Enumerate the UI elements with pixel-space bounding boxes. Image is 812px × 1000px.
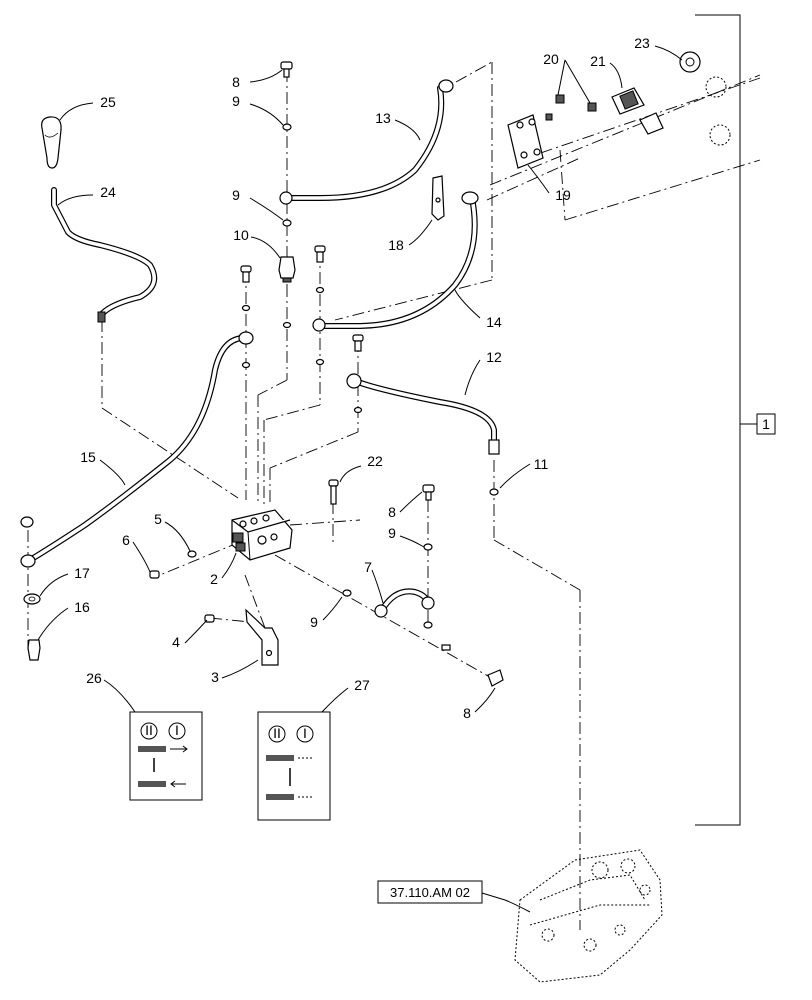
bracket-18: [431, 175, 445, 221]
callout-20: 20: [543, 51, 559, 67]
hose-12: [346, 373, 500, 455]
callout-9-middle: 9: [388, 525, 396, 541]
callout-24: 24: [100, 184, 116, 200]
mounting-bracket: [245, 608, 279, 666]
callout-22: 22: [367, 453, 383, 469]
callout-12: 12: [486, 349, 502, 365]
control-knob: [41, 116, 62, 169]
callout-4: 4: [172, 634, 180, 650]
callout-1: 1: [762, 416, 770, 432]
reference-label: 37.110.AM 02: [377, 880, 531, 913]
hose-13: [279, 79, 454, 205]
callout-3: 3: [211, 669, 219, 685]
callout-leaders: [37, 45, 683, 713]
couplers: [545, 51, 731, 146]
callout-15: 15: [80, 449, 96, 465]
callout-26: 26: [86, 670, 102, 686]
callout-23: 23: [634, 35, 650, 51]
callout-18: 18: [388, 237, 404, 253]
hose-15: [20, 331, 254, 568]
callout-11: 11: [534, 456, 549, 472]
callout-10: 10: [233, 227, 249, 243]
callout-8-bottom: 8: [463, 705, 471, 721]
callout-17: 17: [74, 565, 90, 581]
callout-16: 16: [74, 599, 90, 615]
control-valve: [231, 509, 293, 561]
assembly-bracket: [695, 14, 776, 826]
decal-26-pos2: II: [145, 722, 153, 738]
callout-5: 5: [154, 511, 162, 527]
decal-27: II I: [257, 711, 331, 821]
hose-7: [374, 588, 435, 618]
reference-label-text: 37.110.AM 02: [390, 885, 470, 900]
callout-labels: 1 25 24 8 9 13 9 10 18 19 20 21 23 14 12…: [74, 35, 770, 721]
callout-8-middle: 8: [388, 504, 396, 520]
decal-27-pos2: II: [273, 725, 281, 741]
callout-9-top: 9: [232, 93, 240, 109]
callout-9-lower: 9: [310, 614, 318, 630]
callout-25: 25: [100, 94, 116, 110]
reference-housing: [514, 849, 663, 983]
decal-26-pos1: I: [175, 722, 179, 738]
callout-21: 21: [590, 53, 606, 69]
plate-19: [507, 114, 544, 169]
callout-8-top: 8: [232, 74, 240, 90]
fasteners: [20, 61, 504, 687]
control-lever: [51, 187, 158, 323]
callout-13: 13: [375, 110, 391, 126]
callout-2: 2: [210, 571, 218, 587]
decal-27-pos1: I: [303, 725, 307, 741]
decal-26: II I: [129, 711, 203, 801]
callout-7: 7: [364, 559, 372, 575]
hose-14: [312, 191, 479, 332]
callout-19: 19: [555, 187, 571, 203]
callout-9-second: 9: [232, 187, 240, 203]
callout-27: 27: [354, 677, 370, 693]
callout-6: 6: [122, 532, 130, 548]
callout-14: 14: [486, 314, 502, 330]
